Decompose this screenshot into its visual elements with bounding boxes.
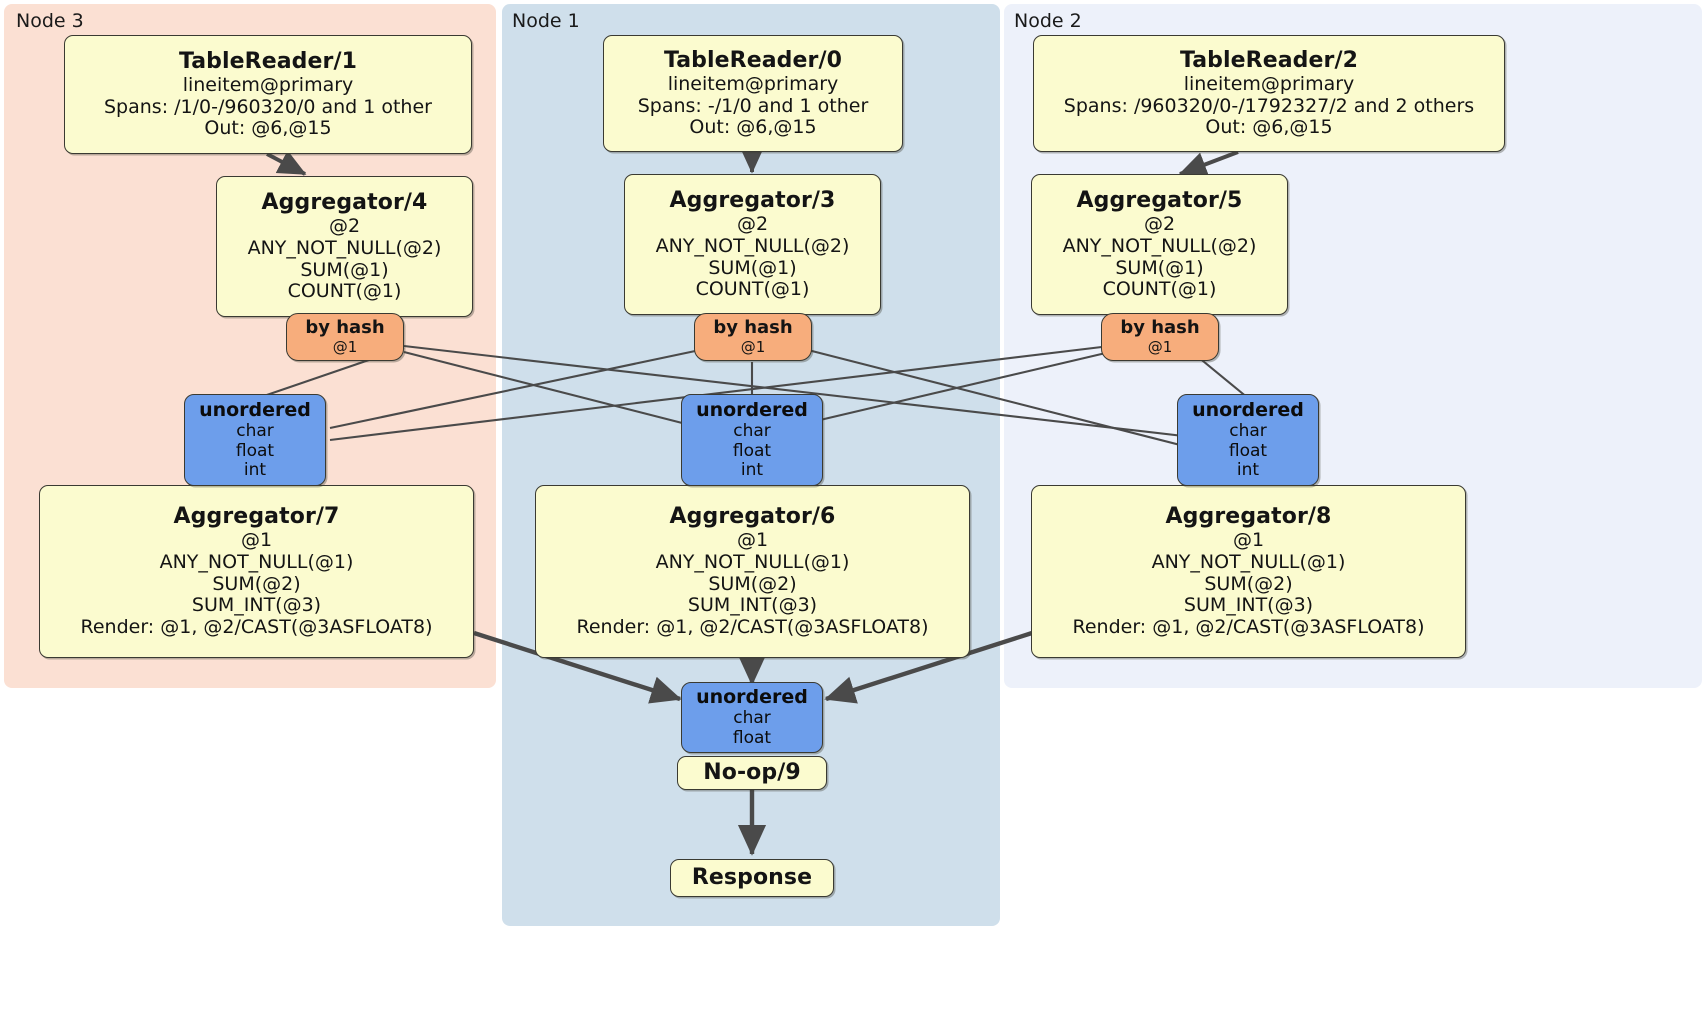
processor-aggregator-6[interactable]: Aggregator/6 @1 ANY_NOT_NULL(@1) SUM(@2)… — [535, 485, 970, 658]
processor-title: Aggregator/8 — [1165, 504, 1332, 530]
processor-line: COUNT(@1) — [1102, 278, 1217, 301]
processor-line: Spans: -/1/0 and 1 other — [637, 94, 869, 117]
stream-line: char — [733, 708, 771, 729]
processor-line: ANY_NOT_NULL(@1) — [655, 551, 850, 574]
stream-line: char — [236, 421, 274, 442]
processor-title: Aggregator/3 — [669, 188, 836, 214]
processor-line: lineitem@primary — [1183, 73, 1355, 96]
processor-table-reader-1[interactable]: TableReader/1 lineitem@primary Spans: /1… — [64, 35, 472, 154]
stream-line: float — [235, 440, 275, 461]
processor-line: ANY_NOT_NULL(@1) — [1151, 551, 1346, 574]
processor-title: TableReader/2 — [1179, 47, 1359, 73]
stream-title: unordered — [1192, 398, 1304, 421]
processor-line: Render: @1, @2/CAST(@3ASFLOAT8) — [1072, 616, 1425, 639]
stream-line: float — [732, 727, 772, 748]
node-label-node2: Node 2 — [1014, 10, 1082, 32]
router-by-hash-node1[interactable]: by hash @1 — [694, 313, 812, 361]
router-line: @1 — [332, 337, 358, 356]
node-label-node3: Node 3 — [16, 10, 84, 32]
processor-aggregator-3[interactable]: Aggregator/3 @2 ANY_NOT_NULL(@2) SUM(@1)… — [624, 174, 881, 315]
processor-title: Aggregator/5 — [1076, 188, 1243, 214]
processor-aggregator-4[interactable]: Aggregator/4 @2 ANY_NOT_NULL(@2) SUM(@1)… — [216, 176, 473, 317]
processor-line: COUNT(@1) — [695, 278, 810, 301]
stream-title: unordered — [696, 398, 808, 421]
processor-line: lineitem@primary — [667, 73, 839, 96]
stream-line: int — [243, 460, 267, 481]
processor-line: ANY_NOT_NULL(@2) — [247, 236, 442, 259]
processor-line: SUM(@2) — [212, 572, 301, 595]
processor-line: SUM(@1) — [300, 258, 389, 281]
router-line: @1 — [1147, 337, 1173, 356]
processor-line: SUM(@2) — [708, 572, 797, 595]
processor-title: No-op/9 — [703, 759, 801, 785]
processor-line: @1 — [736, 529, 769, 552]
router-title: by hash — [1120, 317, 1200, 339]
processor-title: TableReader/1 — [178, 48, 358, 74]
processor-line: COUNT(@1) — [287, 280, 402, 303]
processor-line: @2 — [328, 215, 361, 238]
processor-line: Out: @6,@15 — [689, 116, 817, 139]
processor-line: ANY_NOT_NULL(@1) — [159, 551, 354, 574]
processor-line: lineitem@primary — [182, 74, 354, 97]
processor-title: Response — [691, 864, 813, 890]
stream-unordered-node1[interactable]: unordered char float int — [681, 394, 823, 486]
processor-line: SUM_INT(@3) — [191, 594, 322, 617]
processor-line: @2 — [1143, 213, 1176, 236]
processor-title: Aggregator/4 — [261, 190, 428, 216]
processor-line: SUM(@1) — [1115, 256, 1204, 279]
router-title: by hash — [713, 317, 793, 339]
stream-unordered-node2[interactable]: unordered char float int — [1177, 394, 1319, 486]
node-label-node1: Node 1 — [512, 10, 580, 32]
processor-line: SUM(@2) — [1204, 572, 1293, 595]
router-line: @1 — [740, 337, 766, 356]
processor-line: Out: @6,@15 — [204, 117, 332, 140]
processor-line: @2 — [736, 213, 769, 236]
processor-aggregator-8[interactable]: Aggregator/8 @1 ANY_NOT_NULL(@1) SUM(@2)… — [1031, 485, 1466, 658]
stream-title: unordered — [199, 398, 311, 421]
processor-line: Out: @6,@15 — [1205, 116, 1333, 139]
stream-line: int — [740, 460, 764, 481]
stream-line: int — [1236, 460, 1260, 481]
processor-line: @1 — [1232, 529, 1265, 552]
processor-table-reader-0[interactable]: TableReader/0 lineitem@primary Spans: -/… — [603, 35, 903, 152]
router-by-hash-node2[interactable]: by hash @1 — [1101, 313, 1219, 361]
processor-table-reader-2[interactable]: TableReader/2 lineitem@primary Spans: /9… — [1033, 35, 1505, 152]
processor-aggregator-7[interactable]: Aggregator/7 @1 ANY_NOT_NULL(@1) SUM(@2)… — [39, 485, 474, 658]
processor-line: Render: @1, @2/CAST(@3ASFLOAT8) — [80, 616, 433, 639]
processor-title: Aggregator/6 — [669, 504, 836, 530]
stream-line: float — [732, 440, 772, 461]
processor-line: Spans: /960320/0-/1792327/2 and 2 others — [1063, 94, 1475, 117]
stream-line: float — [1228, 440, 1268, 461]
processor-title: Aggregator/7 — [173, 504, 340, 530]
processor-aggregator-5[interactable]: Aggregator/5 @2 ANY_NOT_NULL(@2) SUM(@1)… — [1031, 174, 1288, 315]
processor-line: ANY_NOT_NULL(@2) — [1062, 234, 1257, 257]
processor-line: ANY_NOT_NULL(@2) — [655, 234, 850, 257]
processor-line: SUM(@1) — [708, 256, 797, 279]
processor-title: TableReader/0 — [663, 47, 843, 73]
stream-line: char — [733, 421, 771, 442]
stream-line: char — [1229, 421, 1267, 442]
router-by-hash-node3[interactable]: by hash @1 — [286, 313, 404, 361]
stream-unordered-final[interactable]: unordered char float — [681, 682, 823, 753]
stream-unordered-node3[interactable]: unordered char float int — [184, 394, 326, 486]
stream-title: unordered — [696, 685, 808, 708]
processor-noop-9[interactable]: No-op/9 — [677, 756, 827, 790]
processor-line: Render: @1, @2/CAST(@3ASFLOAT8) — [576, 616, 929, 639]
processor-line: @1 — [240, 529, 273, 552]
processor-line: Spans: /1/0-/960320/0 and 1 other — [104, 95, 432, 118]
processor-line: SUM_INT(@3) — [1183, 594, 1314, 617]
processor-line: SUM_INT(@3) — [687, 594, 818, 617]
processor-response[interactable]: Response — [670, 859, 834, 897]
router-title: by hash — [305, 317, 385, 339]
